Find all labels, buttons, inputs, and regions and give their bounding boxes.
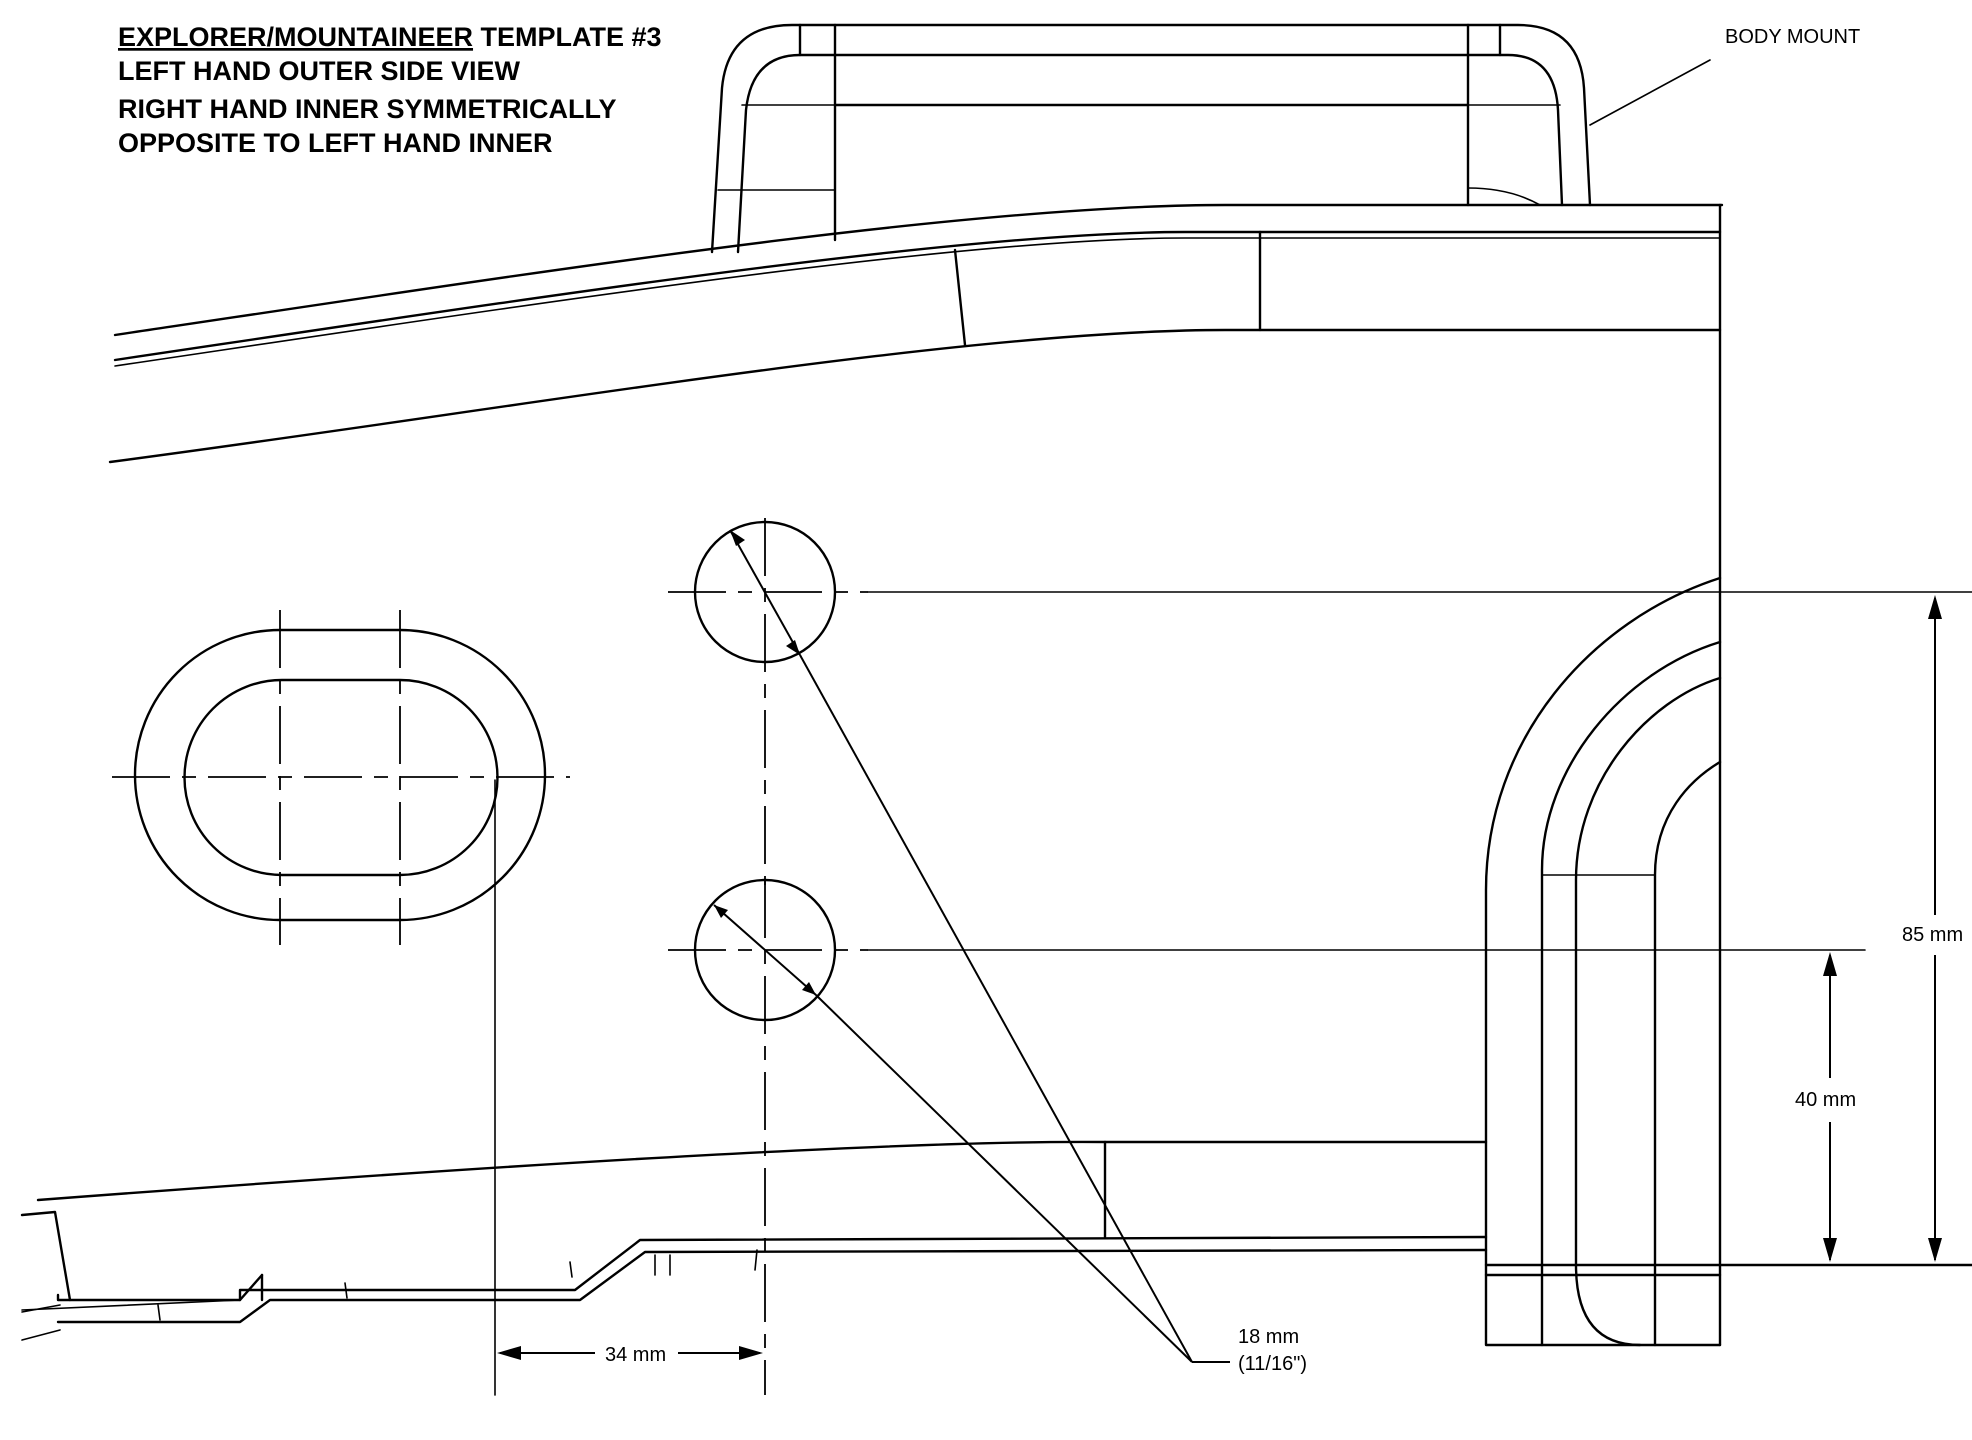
hole-diameter-leaders [713, 529, 1230, 1363]
title-block: EXPLORER/MOUNTAINEER TEMPLATE #3 LEFT HA… [118, 22, 662, 158]
body-mount-leader [1589, 59, 1711, 126]
body-mount-label: BODY MOUNT [1725, 26, 1860, 48]
lower-frame-flange [20, 1140, 1972, 1341]
title-line-1: EXPLORER/MOUNTAINEER TEMPLATE #3 [118, 22, 662, 52]
dimension-40mm [1823, 952, 1837, 1262]
dimension-85mm [1928, 595, 1942, 1262]
dim-85-label: 85 mm [1902, 924, 1963, 946]
hole-dia-in-label: (11/16") [1238, 1353, 1307, 1375]
upper-frame-flange [108, 203, 1724, 464]
dim-34-label: 34 mm [605, 1344, 666, 1366]
title-line-4: OPPOSITE TO LEFT HAND INNER [118, 128, 553, 158]
rear-bracket [1484, 576, 1722, 1347]
hole-upper [668, 518, 868, 885]
dim-40-label: 40 mm [1795, 1089, 1856, 1111]
oval-slot [112, 610, 570, 945]
dimension-34mm [494, 779, 763, 1396]
title-line-2: LEFT HAND OUTER SIDE VIEW [118, 56, 521, 86]
title-line-3: RIGHT HAND INNER SYMMETRICALLY [118, 94, 617, 124]
hole-dia-mm-label: 18 mm [1238, 1326, 1299, 1348]
body-mount-bracket [710, 23, 1592, 254]
hole-lower [668, 878, 868, 1395]
